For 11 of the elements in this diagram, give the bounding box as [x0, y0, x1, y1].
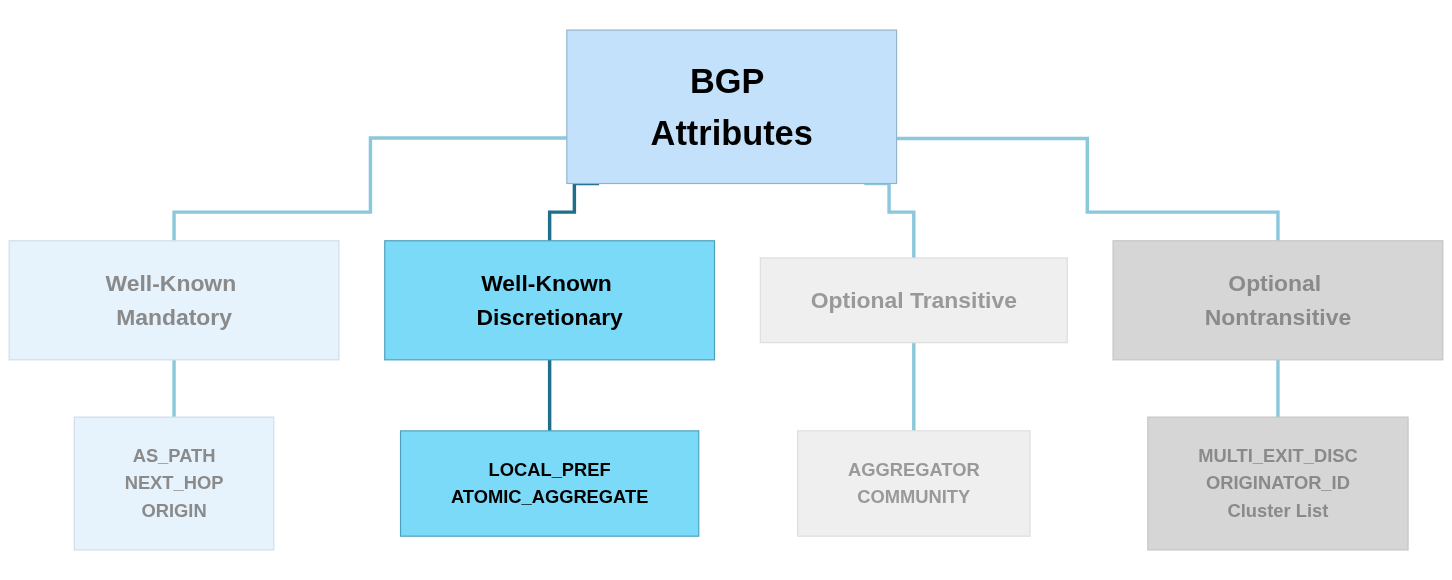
node-box: Optional Nontransitive	[1112, 240, 1444, 361]
node-box: LOCAL_PREF ATOMIC_AGGREGATE	[399, 430, 700, 537]
node-box: Optional Transitive	[759, 257, 1068, 344]
node-box: Well-Known Mandatory	[8, 240, 340, 361]
node-box: Well-Known Discretionary	[384, 240, 716, 361]
node-box: BGP Attributes	[566, 29, 898, 185]
connector	[1276, 358, 1280, 419]
connector	[172, 358, 176, 419]
node-box: AS_PATH NEXT_HOP ORIGIN	[73, 416, 275, 551]
node-box: MULTI_EXIT_DISC ORIGINATOR_ID Cluster List	[1147, 416, 1409, 551]
node-box: AGGREGATOR COMMUNITY	[797, 430, 1031, 537]
